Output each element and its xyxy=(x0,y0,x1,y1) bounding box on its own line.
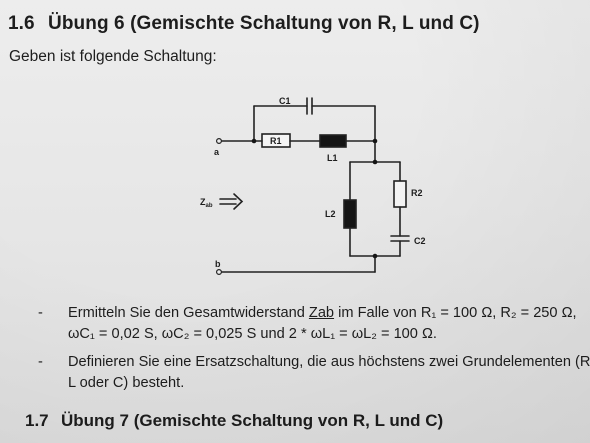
section-title: Übung 7 (Gemischte Schaltung von R, L un… xyxy=(61,411,444,430)
bullet-dash: - xyxy=(38,354,43,370)
label-l2: L2 xyxy=(325,209,336,219)
task-item: - Definieren Sie eine Ersatzschaltung, d… xyxy=(38,352,590,394)
task-text: Ermitteln Sie den Gesamtwiderstand xyxy=(68,305,309,321)
resistor-r2 xyxy=(393,180,407,208)
terminal-a xyxy=(216,138,223,145)
section-heading-1-7: 1.7 Übung 7 (Gemischte Schaltung von R, L… xyxy=(25,411,443,431)
zab-term: Zab xyxy=(308,305,335,321)
bullet-dash: - xyxy=(38,305,43,321)
label-r2: R2 xyxy=(411,188,423,198)
label-a: a xyxy=(214,147,220,157)
label-c1: C1 xyxy=(279,96,291,106)
zab-arrow-head xyxy=(233,193,244,210)
intro-text: Geben ist folgende Schaltung: xyxy=(9,48,217,65)
junction-dot xyxy=(372,253,378,259)
inductor-l2 xyxy=(343,199,357,229)
inductor-l1 xyxy=(319,134,347,148)
task-line: L oder C) besteht. xyxy=(68,375,185,391)
section-number: 1.6 xyxy=(8,13,35,34)
junction-dot xyxy=(251,138,257,144)
task-item: - Ermitteln Sie den Gesamtwiderstand Zab… xyxy=(38,303,590,345)
label-zab-main: Z xyxy=(200,197,206,207)
junction-dot xyxy=(372,138,378,144)
section-heading-1-6: 1.6 Übung 6 (Gemischte Schaltung von R, L… xyxy=(8,13,480,35)
label-l1: L1 xyxy=(327,153,338,163)
task-line: Ermitteln Sie den Gesamtwiderstand Zab i… xyxy=(68,303,590,324)
section-number: 1.7 xyxy=(25,411,49,430)
task-list: - Ermitteln Sie den Gesamtwiderstand Zab… xyxy=(38,303,590,401)
task-line: Definieren Sie eine Ersatzschaltung, die… xyxy=(68,354,590,370)
label-c2: C2 xyxy=(414,236,426,246)
label-r1: R1 xyxy=(270,136,282,146)
label-b: b xyxy=(215,259,221,269)
task-text: im Falle von R₁ = 100 Ω, R₂ = 250 Ω, xyxy=(334,305,577,321)
terminal-b xyxy=(216,269,223,276)
label-zab: Zab xyxy=(200,197,213,209)
label-zab-sub: ab xyxy=(206,203,213,209)
section-title: Übung 6 (Gemischte Schaltung von R, L un… xyxy=(48,13,480,34)
junction-dot xyxy=(372,159,378,165)
task-line: ωC₁ = 0,02 S, ωC₂ = 0,025 S und 2 * ωL₁ … xyxy=(68,326,437,342)
